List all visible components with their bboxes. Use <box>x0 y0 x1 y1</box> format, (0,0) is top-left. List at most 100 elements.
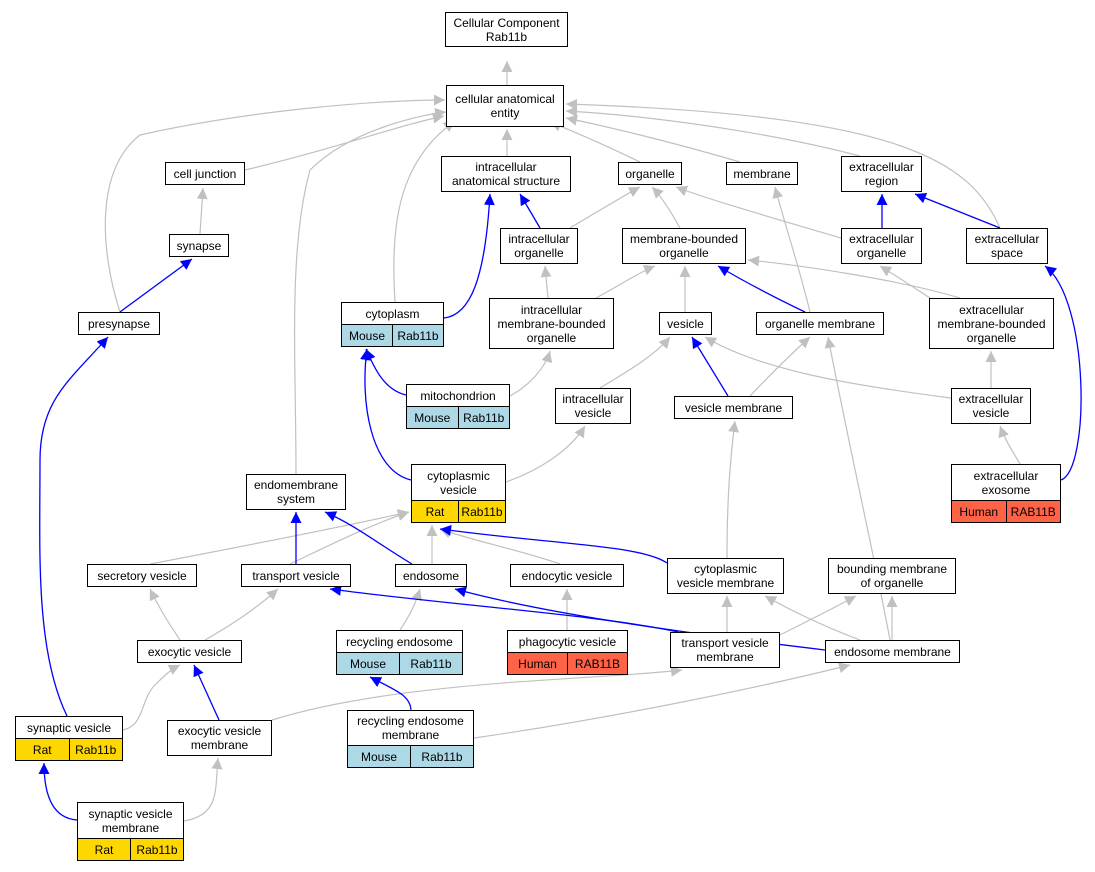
node-label-text: exocytic vesicle <box>147 644 232 659</box>
edge-cvm-to-vm <box>726 420 740 559</box>
gene-label: RAB11B <box>1005 501 1061 522</box>
node-label: recycling endosome membrane <box>348 711 473 745</box>
species-label: Mouse <box>349 656 387 671</box>
gene-label: RAB11B <box>567 653 627 674</box>
node-label: phagocytic vesicle <box>508 631 627 652</box>
edge-sv-to-cv <box>149 508 410 565</box>
species-label: Mouse <box>348 328 386 343</box>
edge-cj-to-cae <box>244 112 445 171</box>
edge-mbo-to-org <box>651 186 681 229</box>
node-embo[interactable]: extracellular membrane-bounded organelle <box>929 298 1054 349</box>
node-label: bounding membrane of organelle <box>829 559 955 593</box>
node-label: synaptic vesicle <box>16 717 122 738</box>
node-iv[interactable]: intracellular vesicle <box>555 388 631 424</box>
node-iorg[interactable]: intracellular organelle <box>500 228 578 264</box>
edge-svm-to-synv <box>38 762 78 821</box>
node-label-text: endomembrane system <box>253 478 339 506</box>
node-ves[interactable]: vesicle <box>659 312 712 335</box>
node-label-text: vesicle membrane <box>684 400 783 415</box>
node-label-text: cytoplasmic vesicle membrane <box>676 562 775 590</box>
species-label: Human <box>518 656 557 671</box>
node-pre[interactable]: presynapse <box>78 312 160 335</box>
edge-cv-to-iv <box>505 425 586 483</box>
node-label: endocytic vesicle <box>511 565 623 586</box>
node-endo[interactable]: endosome <box>395 564 467 587</box>
node-exs[interactable]: extracellular space <box>966 228 1048 264</box>
edge-iorg-to-org <box>569 186 641 229</box>
species-label: Mouse <box>360 749 398 764</box>
node-label-text: secretory vesicle <box>97 568 187 583</box>
edge-re-to-endo <box>399 588 422 631</box>
edge-mit-to-imbo <box>509 350 553 397</box>
species-label: Rat <box>94 842 114 857</box>
edge-imbo-to-iorg <box>540 265 552 299</box>
node-cc[interactable]: Cellular Component Rab11b <box>445 12 568 47</box>
gene-label: Rab11b <box>457 407 510 428</box>
edge-embo-to-mbo <box>747 255 961 299</box>
node-syn[interactable]: synapse <box>169 234 229 257</box>
node-exo[interactable]: extracellular organelle <box>841 228 922 264</box>
node-label-text: intracellular membrane-bounded organelle <box>497 302 606 345</box>
node-label: cytoplasm <box>342 303 443 324</box>
gene-label: Rab11b <box>458 501 505 522</box>
edge-synv-to-exv <box>122 664 181 731</box>
node-mbo[interactable]: membrane-bounded organelle <box>622 228 746 264</box>
species-label: Rat <box>425 504 445 519</box>
edge-cvm-to-cv <box>439 525 668 564</box>
node-label-text: cellular anatomical entity <box>455 92 555 120</box>
node-exr[interactable]: extracellular region <box>841 156 922 192</box>
node-mem[interactable]: membrane <box>726 162 798 185</box>
node-ias[interactable]: intracellular anatomical structure <box>441 156 571 192</box>
edge-ias-to-iorg <box>519 193 541 229</box>
node-org[interactable]: organelle <box>618 162 682 185</box>
node-cj[interactable]: cell junction <box>165 162 245 185</box>
node-evm[interactable]: exocytic vesicle membrane <box>167 720 272 756</box>
node-label: endosome membrane <box>826 641 959 662</box>
species-label: Human <box>959 504 999 519</box>
node-label: extracellular organelle <box>842 229 921 263</box>
node-vm[interactable]: vesicle membrane <box>674 396 793 419</box>
node-label: intracellular anatomical structure <box>442 157 570 191</box>
edge-vm-to-om <box>749 336 811 397</box>
node-ecv[interactable]: endocytic vesicle <box>510 564 624 587</box>
node-bmo[interactable]: bounding membrane of organelle <box>828 558 956 594</box>
node-ems[interactable]: endomembrane system <box>246 474 346 510</box>
gene-label: Rab11b <box>399 653 462 674</box>
node-label-text: extracellular organelle <box>849 232 914 260</box>
node-imbo[interactable]: intracellular membrane-bounded organelle <box>489 298 614 349</box>
node-label-text: extracellular vesicle <box>958 392 1024 420</box>
node-sv[interactable]: secretory vesicle <box>87 564 197 587</box>
edge-ev-to-ves <box>704 336 952 399</box>
node-label-text: synaptic vesicle <box>26 720 112 735</box>
node-label: endomembrane system <box>247 475 345 509</box>
edge-cyt-to-ias <box>443 193 495 319</box>
node-label-text: organelle membrane <box>764 316 876 331</box>
edge-exr-to-cae <box>565 106 861 157</box>
edge-exv-to-sv <box>149 588 181 641</box>
annotation-row: Human RAB11B <box>952 500 1060 522</box>
gene-label: Rab11b <box>410 746 473 767</box>
node-tv[interactable]: transport vesicle <box>241 564 351 587</box>
node-label-text: synaptic vesicle membrane <box>88 806 173 835</box>
node-label: extracellular vesicle <box>952 389 1030 423</box>
node-em[interactable]: endosome membrane <box>825 640 960 663</box>
node-exv[interactable]: exocytic vesicle <box>137 640 242 663</box>
edge-exo-to-org <box>675 185 842 239</box>
node-om[interactable]: organelle membrane <box>756 312 884 335</box>
edge-om-to-mbo <box>717 265 806 313</box>
node-cae[interactable]: cellular anatomical entity <box>446 85 564 127</box>
node-label-text: synapse <box>176 238 222 253</box>
node-ev[interactable]: extracellular vesicle <box>951 388 1031 424</box>
node-cvm[interactable]: cytoplasmic vesicle membrane <box>667 558 784 594</box>
edge-evm-to-tvm <box>271 665 683 721</box>
node-tvm[interactable]: transport vesicle membrane <box>670 632 780 668</box>
